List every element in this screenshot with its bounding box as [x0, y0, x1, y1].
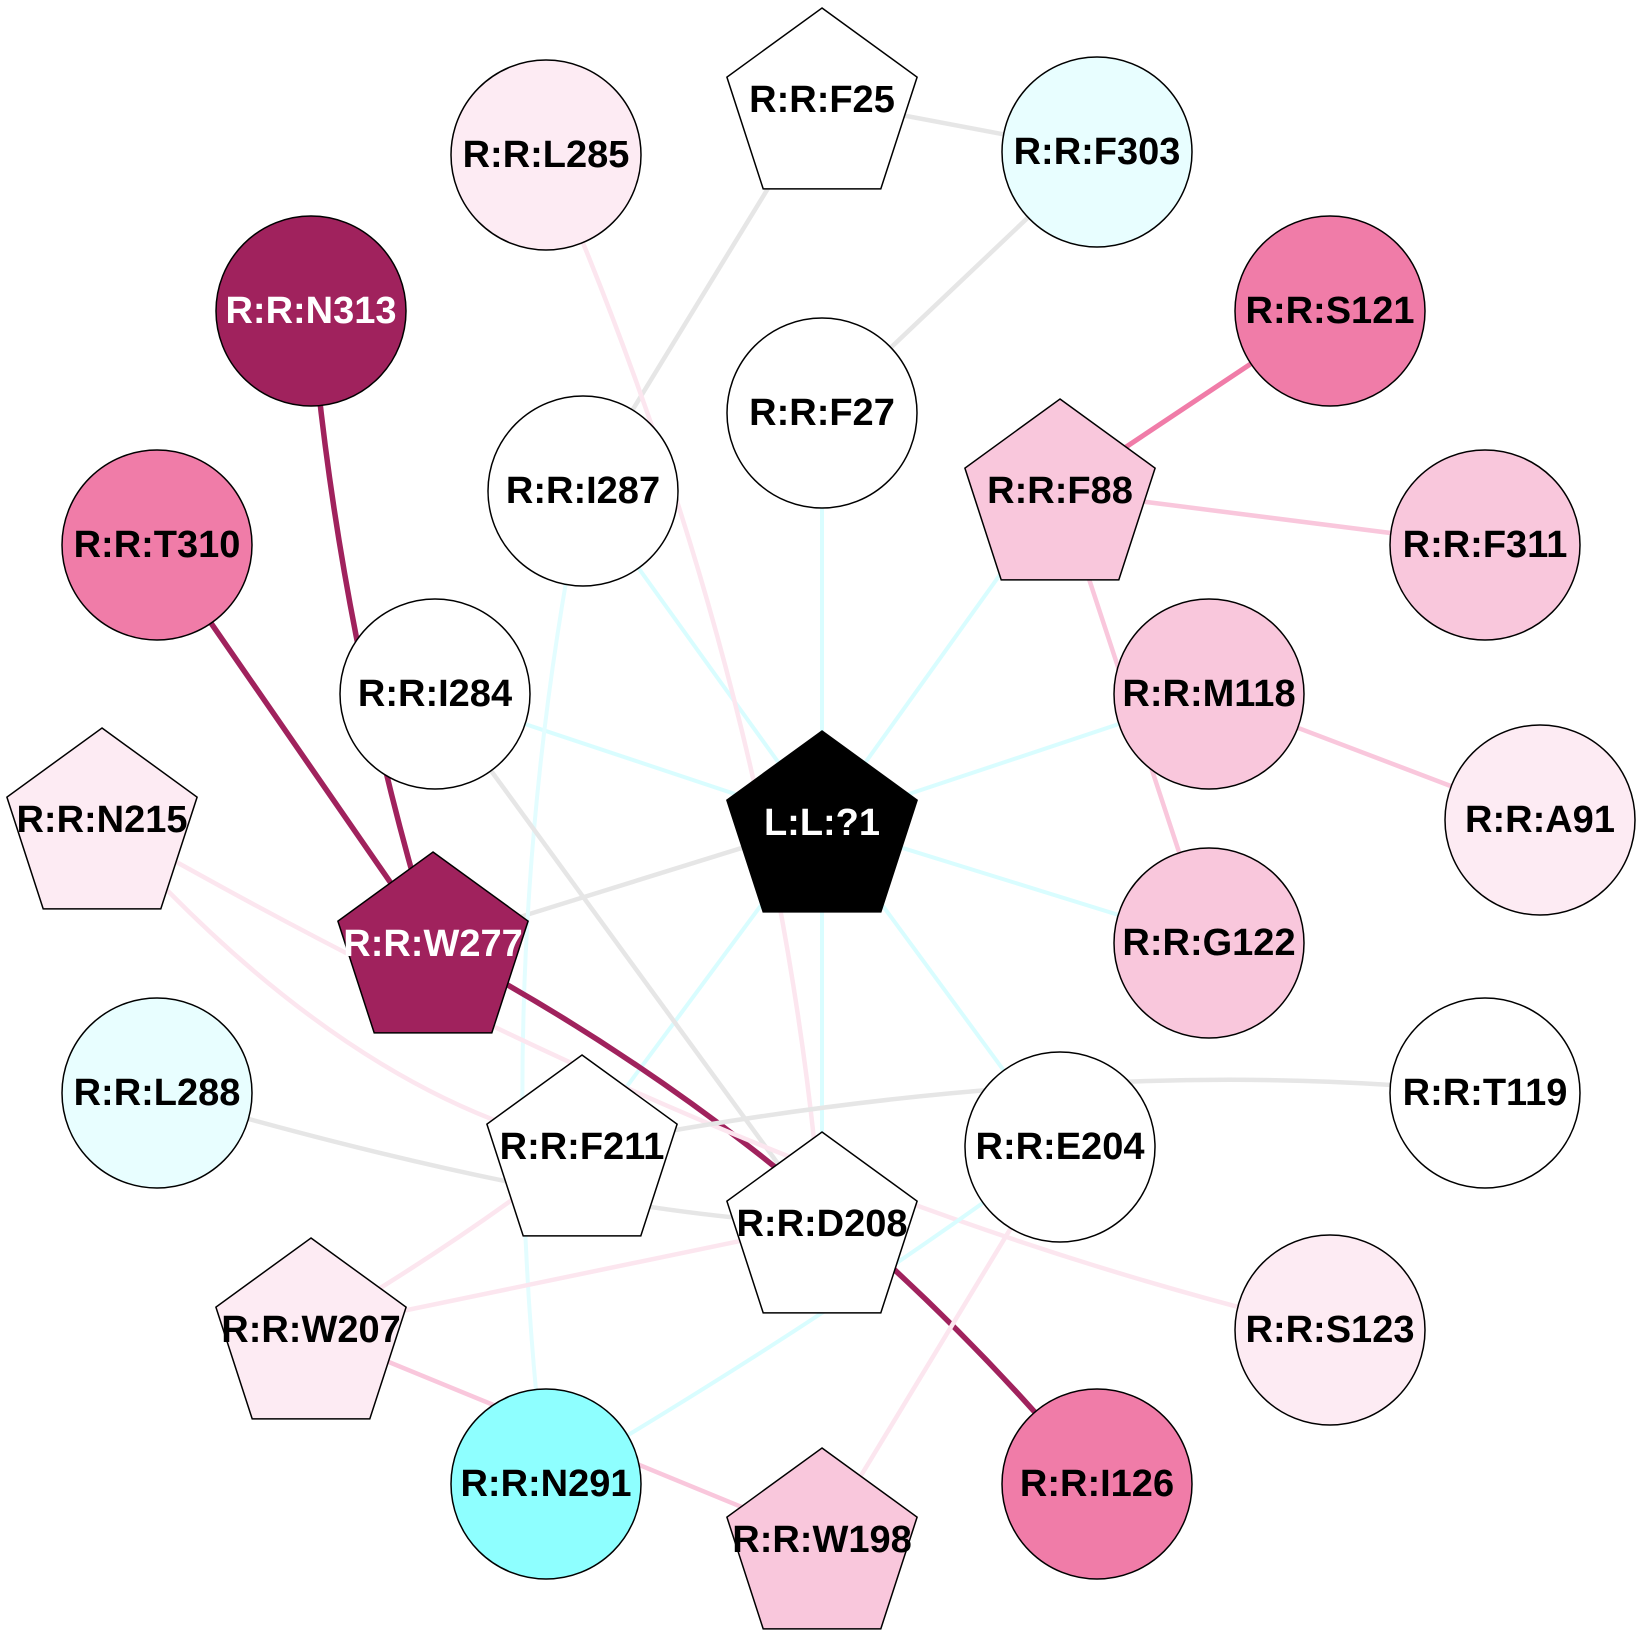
node-label-r-r-t119: R:R:T119	[1403, 1072, 1568, 1114]
node-l-l-1[interactable]: L:L:?1	[726, 730, 918, 913]
node-r-r-m118[interactable]: R:R:M118	[1113, 598, 1305, 790]
node-r-r-g122[interactable]: R:R:G122	[1113, 847, 1305, 1039]
node-label-r-r-f211: R:R:F211	[500, 1126, 665, 1168]
node-r-r-s123[interactable]: R:R:S123	[1234, 1234, 1426, 1426]
node-shape-r-r-f88	[964, 398, 1156, 581]
node-r-r-e204[interactable]: R:R:E204	[964, 1051, 1156, 1243]
node-shape-r-r-i284	[339, 598, 531, 790]
edge-r-r-i284-r-r-d208	[432, 691, 825, 1227]
node-shape-r-r-t119	[1389, 997, 1581, 1189]
node-r-r-n215[interactable]: R:R:N215	[6, 727, 198, 910]
node-r-r-f311[interactable]: R:R:F311	[1389, 449, 1581, 641]
edge-r-r-i287-r-r-n291	[520, 489, 585, 1486]
node-label-r-r-w277: R:R:W277	[343, 923, 522, 965]
node-shape-r-r-f25	[726, 7, 918, 190]
node-shape-r-r-l285	[450, 59, 642, 251]
node-label-r-r-e204: R:R:E204	[976, 1126, 1145, 1168]
node-r-r-t310[interactable]: R:R:T310	[61, 449, 253, 641]
node-r-r-w198[interactable]: R:R:W198	[726, 1447, 918, 1630]
node-r-r-a91[interactable]: R:R:A91	[1444, 724, 1636, 916]
node-shape-r-r-w277	[337, 851, 529, 1034]
node-label-r-r-n215: R:R:N215	[16, 799, 187, 841]
node-label-r-r-n313: R:R:N313	[225, 290, 396, 332]
node-r-r-l288[interactable]: R:R:L288	[61, 997, 253, 1189]
node-r-r-n313[interactable]: R:R:N313	[215, 215, 407, 407]
node-label-r-r-m118: R:R:M118	[1122, 673, 1295, 715]
node-r-r-i284[interactable]: R:R:I284	[339, 598, 531, 790]
node-r-r-i126[interactable]: R:R:I126	[1001, 1388, 1193, 1580]
node-r-r-f27[interactable]: R:R:F27	[726, 317, 918, 509]
node-label-r-r-w207: R:R:W207	[221, 1309, 400, 1351]
node-shape-l-l-1	[726, 730, 918, 913]
node-shape-r-r-s123	[1234, 1234, 1426, 1426]
node-label-r-r-g122: R:R:G122	[1122, 922, 1295, 964]
node-r-r-f303[interactable]: R:R:F303	[1001, 56, 1193, 248]
node-r-r-i287[interactable]: R:R:I287	[487, 395, 679, 587]
node-shape-r-r-i287	[487, 395, 679, 587]
node-r-r-f88[interactable]: R:R:F88	[964, 398, 1156, 581]
node-label-r-r-l285: R:R:L285	[463, 134, 630, 176]
node-shape-r-r-l288	[61, 997, 253, 1189]
node-shape-r-r-a91	[1444, 724, 1636, 916]
node-label-r-r-f25: R:R:F25	[749, 79, 895, 121]
node-r-r-t119[interactable]: R:R:T119	[1389, 997, 1581, 1189]
node-shape-r-r-s121	[1234, 215, 1426, 407]
node-label-r-r-f88: R:R:F88	[987, 470, 1133, 512]
node-label-r-r-i284: R:R:I284	[358, 673, 512, 715]
node-shape-r-r-g122	[1113, 847, 1305, 1039]
node-label-r-r-i126: R:R:I126	[1020, 1463, 1174, 1505]
node-shape-r-r-f303	[1001, 56, 1193, 248]
node-shape-r-r-m118	[1113, 598, 1305, 790]
node-r-r-f211[interactable]: R:R:F211	[486, 1054, 678, 1237]
node-label-r-r-t310: R:R:T310	[74, 524, 241, 566]
node-shape-r-r-n313	[215, 215, 407, 407]
node-shape-r-r-d208	[726, 1131, 918, 1314]
node-r-r-n291[interactable]: R:R:N291	[450, 1388, 642, 1580]
node-shape-r-r-w207	[215, 1237, 407, 1420]
node-label-r-r-f27: R:R:F27	[749, 392, 895, 434]
node-label-r-r-s123: R:R:S123	[1246, 1309, 1415, 1351]
node-r-r-l285[interactable]: R:R:L285	[450, 59, 642, 251]
node-label-r-r-s121: R:R:S121	[1246, 290, 1415, 332]
edge-r-r-l285-r-r-d208	[543, 152, 825, 1227]
node-shape-r-r-f311	[1389, 449, 1581, 641]
node-shape-r-r-t310	[61, 449, 253, 641]
node-shape-r-r-w198	[726, 1447, 918, 1630]
node-label-r-r-a91: R:R:A91	[1465, 799, 1615, 841]
edge-r-r-l288-r-r-d208	[154, 1090, 825, 1227]
node-r-r-w207[interactable]: R:R:W207	[215, 1237, 407, 1420]
node-r-r-w277[interactable]: R:R:W277	[337, 851, 529, 1034]
node-shape-r-r-f211	[486, 1054, 678, 1237]
node-shape-r-r-i126	[1001, 1388, 1193, 1580]
node-shape-r-r-n291	[450, 1388, 642, 1580]
node-label-r-r-f303: R:R:F303	[1014, 131, 1181, 173]
node-shape-r-r-e204	[964, 1051, 1156, 1243]
node-r-r-d208[interactable]: R:R:D208	[726, 1131, 918, 1314]
node-shape-r-r-n215	[6, 727, 198, 910]
node-r-r-f25[interactable]: R:R:F25	[726, 7, 918, 190]
edge-r-r-n215-r-r-s123	[99, 817, 1333, 1333]
node-label-r-r-l288: R:R:L288	[74, 1072, 241, 1114]
node-label-r-r-f311: R:R:F311	[1403, 524, 1568, 566]
node-label-r-r-w198: R:R:W198	[732, 1519, 911, 1561]
node-label-r-r-n291: R:R:N291	[460, 1463, 631, 1505]
node-label-r-r-d208: R:R:D208	[736, 1203, 907, 1245]
node-label-l-l-1: L:L:?1	[764, 802, 880, 844]
node-shape-r-r-f27	[726, 317, 918, 509]
node-label-r-r-i287: R:R:I287	[506, 470, 660, 512]
node-r-r-s121[interactable]: R:R:S121	[1234, 215, 1426, 407]
